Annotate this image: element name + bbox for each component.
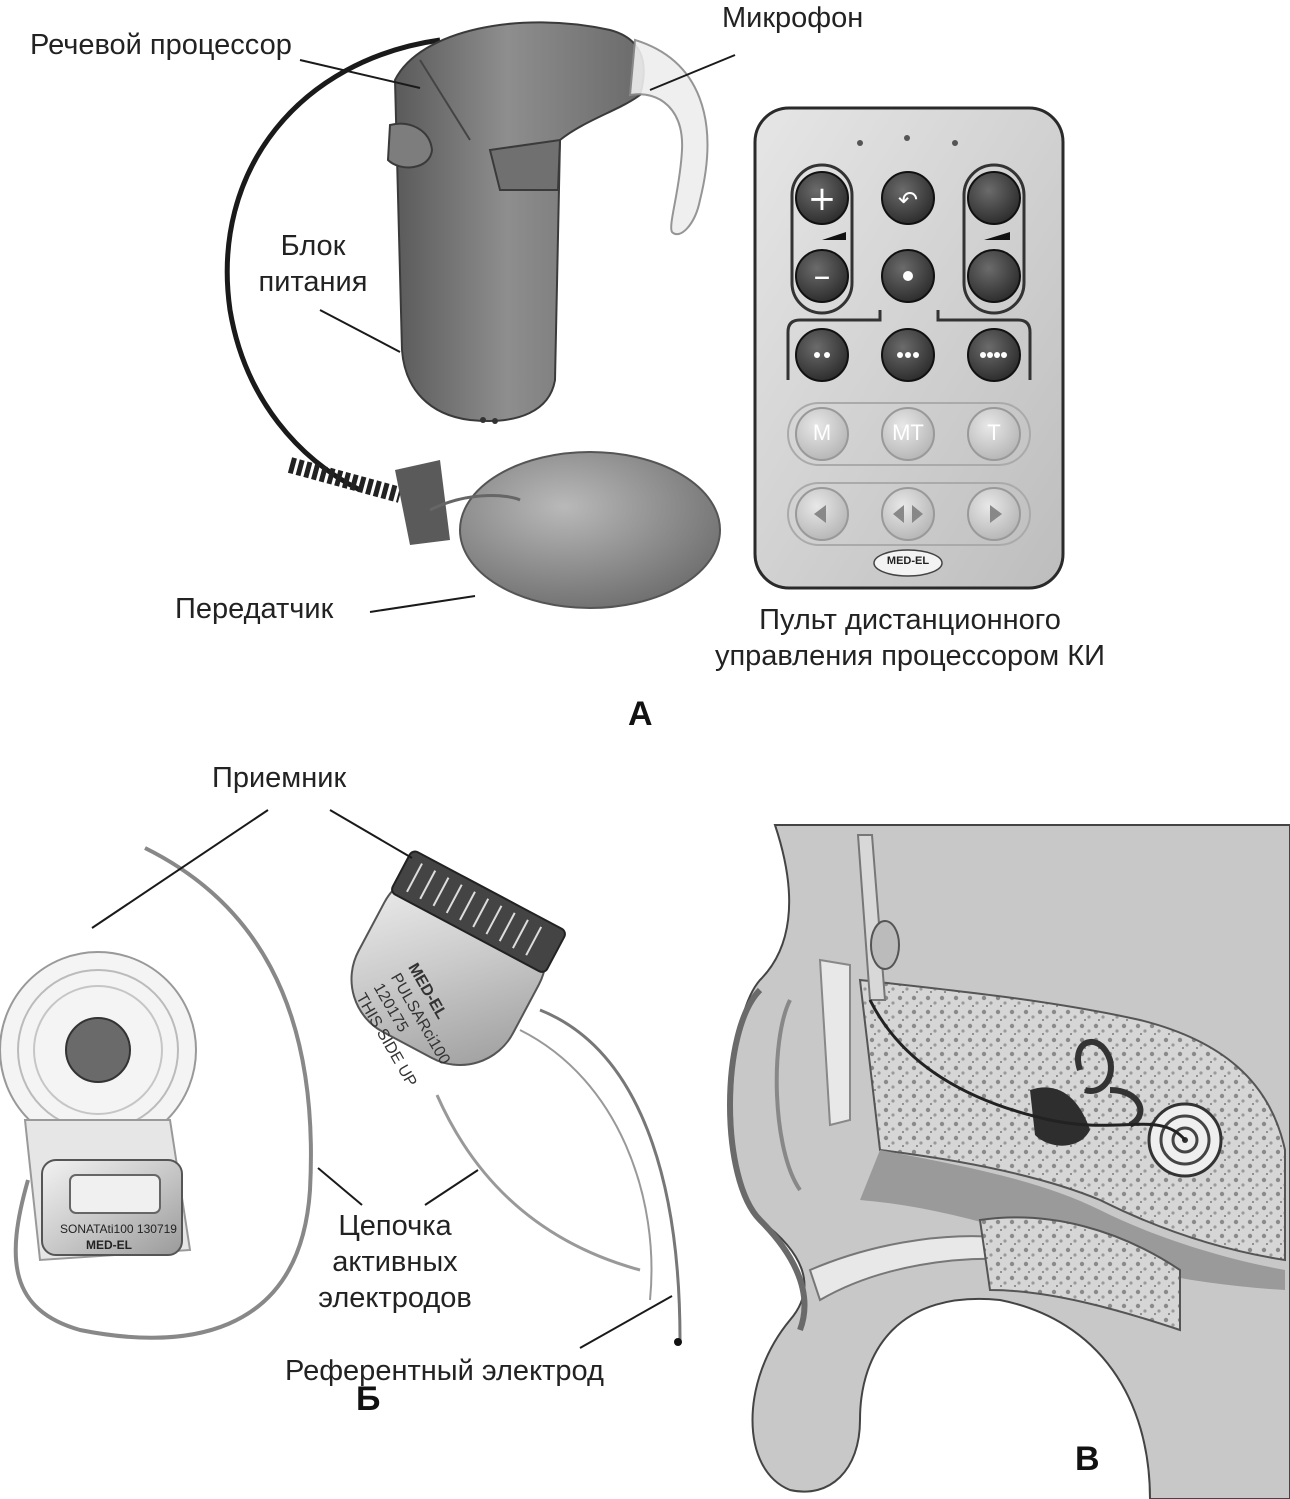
active-electrodes-line1: Цепочка bbox=[338, 1210, 452, 1242]
leader-lines-a bbox=[299, 54, 736, 613]
speech-processor-label: Речевой процессор bbox=[30, 29, 292, 61]
active-electrodes-line3: электродов bbox=[318, 1282, 472, 1314]
processor-cable bbox=[224, 37, 441, 493]
panel-label-b: Б bbox=[356, 1380, 381, 1418]
transmitter-label: Передатчик bbox=[175, 593, 334, 625]
battery-label-line1: Блок bbox=[280, 230, 346, 262]
pulsar-implant bbox=[350, 850, 682, 1346]
svg-text:+: + bbox=[808, 179, 837, 219]
panel-label-v: В bbox=[1075, 1440, 1100, 1478]
receiver-label: Приемник bbox=[212, 762, 347, 794]
remote-brand-logo: MED-EL bbox=[886, 555, 930, 567]
active-electrodes-line2: активных bbox=[332, 1246, 458, 1278]
svg-text:↶: ↶ bbox=[898, 186, 918, 214]
transmitter-coil bbox=[395, 451, 721, 609]
remote-label-line1: Пульт дистанционного bbox=[759, 604, 1061, 636]
reference-electrode-label: Референтный электрод bbox=[285, 1355, 604, 1387]
battery-label: Блок питания bbox=[248, 228, 378, 300]
remote-button-t: T bbox=[987, 420, 1001, 445]
sonata-engraving: SONATAti100 130719 bbox=[60, 1222, 177, 1236]
remote-button-m: M bbox=[812, 420, 832, 445]
microphone-label: Микрофон bbox=[722, 2, 864, 34]
remote-label: Пульт дистанционного управления процессо… bbox=[680, 602, 1140, 674]
svg-text:–: – bbox=[814, 256, 831, 296]
panel-label-a: А bbox=[628, 695, 653, 733]
battery-label-line2: питания bbox=[258, 266, 368, 298]
ear-hook bbox=[628, 38, 709, 235]
speech-processor bbox=[386, 21, 645, 424]
cable-strain-relief bbox=[287, 457, 403, 503]
leader-lines-b bbox=[91, 809, 673, 1349]
remote-label-line2: управления процессором КИ bbox=[714, 640, 1106, 672]
sonata-implant bbox=[0, 846, 313, 1340]
remote-button-mt: MT bbox=[892, 420, 924, 445]
ear-cross-section bbox=[727, 824, 1290, 1499]
remote-control: + ↶ – bbox=[753, 106, 1065, 590]
sonata-brand: MED-EL bbox=[86, 1238, 132, 1252]
active-electrodes-label: Цепочка активных электродов bbox=[300, 1208, 490, 1316]
